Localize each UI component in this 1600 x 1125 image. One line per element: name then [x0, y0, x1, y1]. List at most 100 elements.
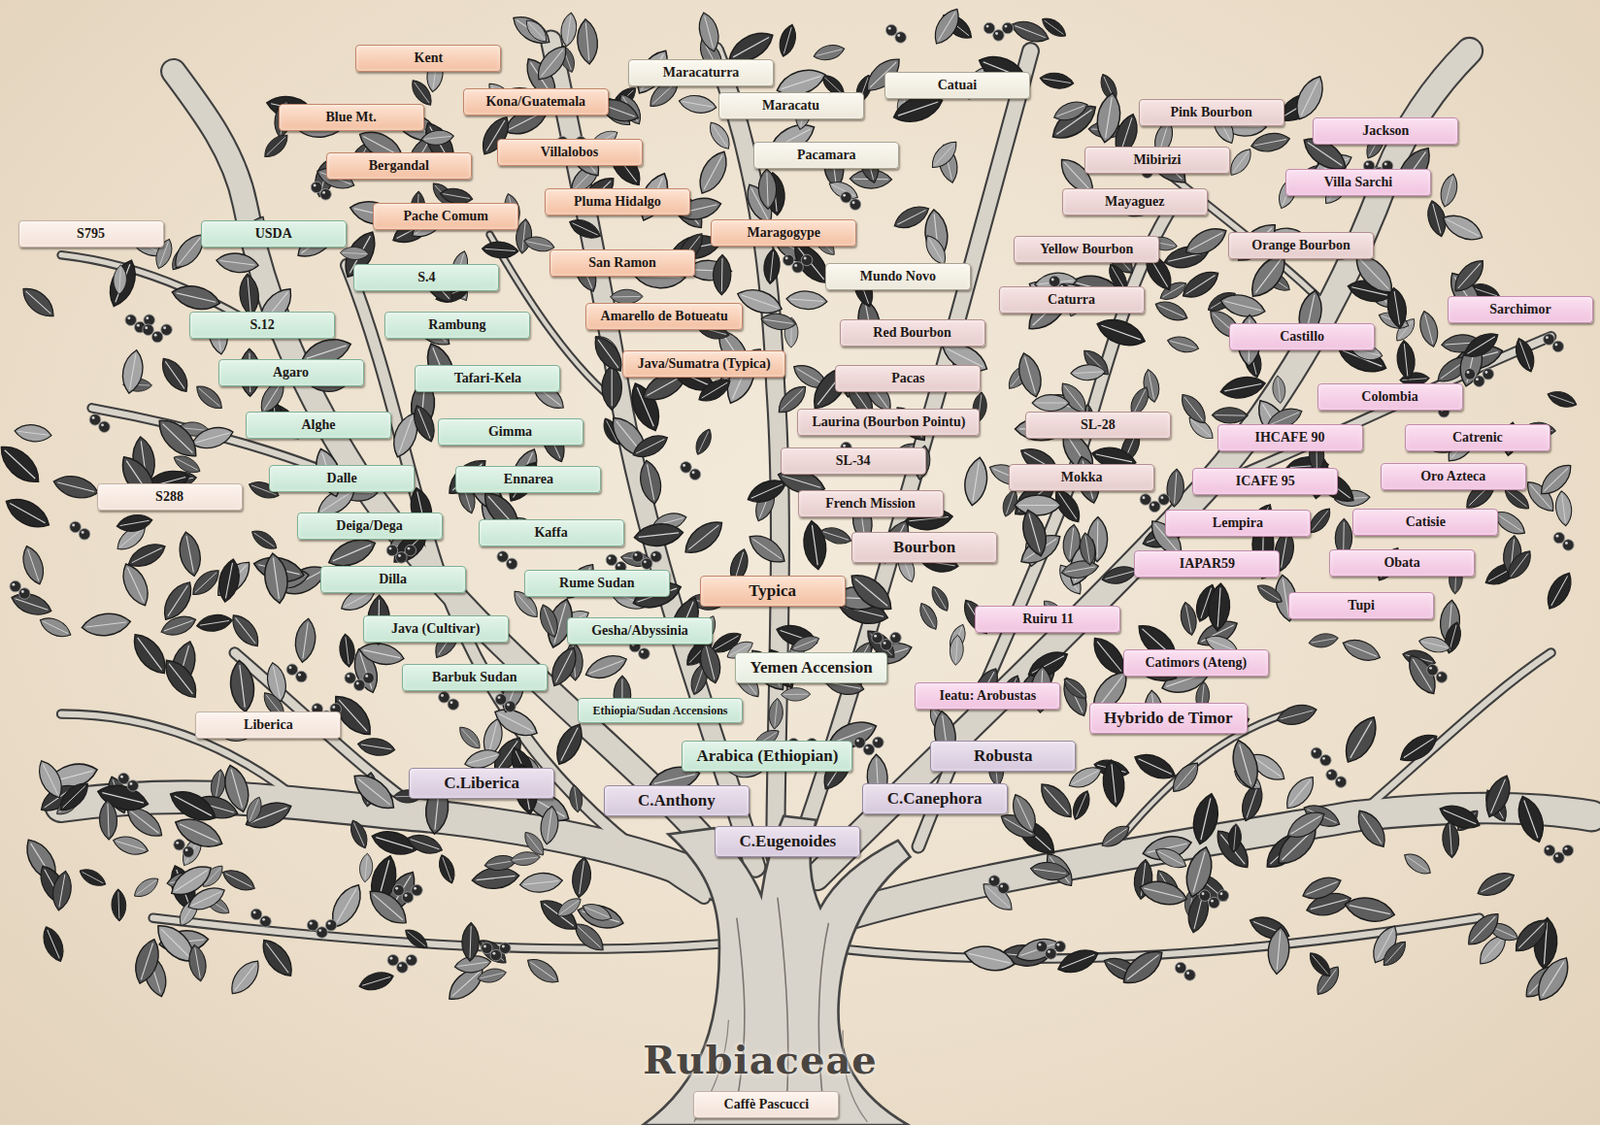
branch-fill — [1203, 336, 1551, 491]
leaf-vein — [513, 857, 538, 861]
leaf-blade — [1271, 374, 1288, 404]
leaf-blade — [522, 16, 552, 47]
leaf-vein — [1360, 259, 1390, 290]
leaf-vein — [1510, 553, 1529, 576]
leaf-blade — [187, 565, 224, 600]
leaf-blade — [195, 612, 234, 634]
leaf-vein — [195, 948, 200, 979]
leaf — [785, 290, 828, 311]
leaf — [677, 93, 718, 117]
leaf-vein — [1025, 357, 1036, 394]
leaf-blade — [103, 256, 142, 310]
leaf-vein — [344, 591, 373, 607]
leaf — [1032, 395, 1069, 412]
leaf-blade — [1181, 222, 1232, 262]
leaf — [476, 966, 508, 986]
leaf-vein — [140, 943, 153, 980]
leaf — [1211, 406, 1248, 424]
leaf-vein — [654, 774, 696, 785]
leaf-vein — [1058, 493, 1076, 520]
leaf-vein — [1311, 955, 1328, 975]
leaf — [523, 953, 564, 989]
leaf-blade — [13, 423, 53, 444]
leaf-vein — [1425, 314, 1434, 344]
leaf-vein — [191, 892, 222, 906]
leaf — [1188, 791, 1223, 847]
leaf-blade — [356, 735, 397, 759]
leaf-blade — [18, 543, 49, 588]
leaf — [1060, 558, 1100, 581]
leaf — [1416, 308, 1442, 349]
leaf-vein — [766, 172, 768, 206]
leaf-blade — [256, 933, 300, 982]
leaf-vein — [485, 248, 516, 251]
leaf-vein — [1217, 587, 1221, 627]
leaf-vein — [1259, 587, 1280, 600]
coffee-berry — [1310, 747, 1323, 760]
leaf — [455, 723, 485, 754]
leaf — [1448, 255, 1490, 298]
leaf — [1401, 650, 1442, 700]
leaf-vein — [130, 811, 159, 834]
leaf-vein — [480, 972, 504, 979]
leaf-vein — [530, 962, 556, 980]
leaf-blade — [1400, 849, 1435, 879]
leaf — [115, 512, 154, 535]
leaf — [1137, 876, 1190, 909]
leaf-blade — [818, 524, 854, 548]
leaf-vein — [1518, 923, 1544, 949]
leaf-vein — [1064, 386, 1083, 411]
leaf-vein — [571, 223, 598, 235]
leaf-blade — [629, 430, 671, 464]
leaf-blade — [347, 767, 401, 817]
leaf — [292, 617, 318, 665]
leaf — [130, 935, 165, 987]
leaf-blade — [461, 922, 480, 962]
leaf — [1014, 495, 1062, 516]
leaf-vein — [17, 431, 48, 435]
leaf-vein — [1189, 233, 1223, 251]
leaf — [151, 412, 204, 465]
leaf — [695, 10, 723, 55]
leaf — [535, 601, 563, 640]
leaf-vein — [363, 650, 400, 659]
leaf-blade — [126, 628, 173, 680]
leaf-vein — [782, 475, 821, 488]
leaf-blade — [1502, 546, 1536, 584]
leaf-vein — [751, 484, 783, 499]
leaf-blade — [1029, 860, 1070, 883]
coffee-berries — [9, 22, 1574, 981]
leaf-blade — [1184, 889, 1213, 935]
berry-highlight — [652, 553, 656, 557]
leaf-vein — [1158, 305, 1185, 318]
leaf — [775, 22, 800, 59]
leaf-blade — [693, 146, 734, 199]
leaf-vein — [1133, 389, 1146, 413]
leaf-blade — [696, 640, 725, 686]
leaf-blade — [518, 870, 564, 895]
tree-branches — [61, 40, 1593, 960]
tree-trunk — [642, 816, 910, 1125]
leaf-vein — [247, 277, 251, 312]
leaf-vein — [1032, 656, 1065, 674]
leaf-blade — [1307, 632, 1340, 651]
leaf-vein — [186, 535, 194, 572]
leaf — [461, 922, 480, 962]
leaf-blade — [237, 272, 261, 317]
leaf-vein — [499, 713, 534, 732]
leaf-vein — [1104, 829, 1128, 845]
leaf — [226, 609, 265, 652]
leaf-vein — [1215, 414, 1245, 417]
leaf — [18, 543, 49, 588]
leaf-vein — [1100, 325, 1140, 340]
leaf — [1534, 459, 1577, 500]
leaf-vein — [1562, 494, 1567, 523]
leaf-blade — [115, 512, 154, 535]
leaf — [1266, 926, 1292, 975]
leaf-vein — [1005, 492, 1014, 515]
leaf — [1282, 805, 1329, 844]
leaf — [518, 870, 564, 895]
leaf — [948, 634, 965, 667]
leaf — [0, 438, 46, 490]
leaf-vein — [487, 861, 514, 866]
